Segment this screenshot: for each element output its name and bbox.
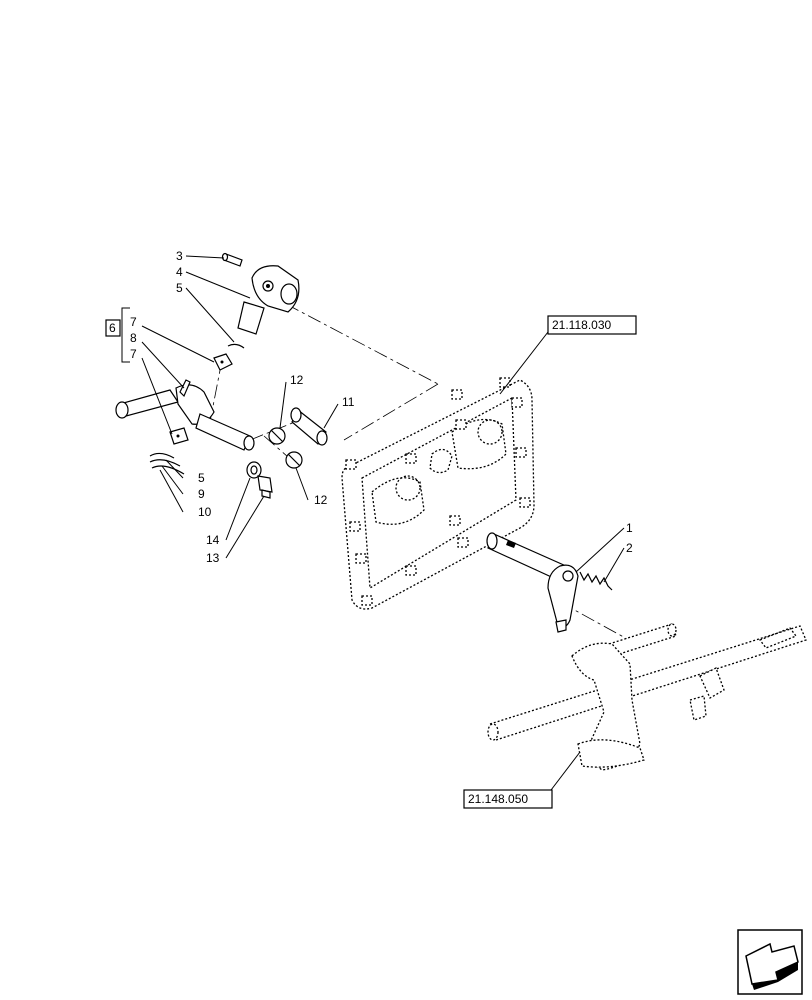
callout-5-lower: 5 (198, 471, 205, 485)
callout-13: 13 (206, 551, 220, 565)
callout-14: 14 (206, 533, 220, 547)
gearbox-cover (341, 377, 535, 610)
callout-10: 10 (198, 505, 212, 519)
callout-5-upper: 5 (176, 281, 183, 295)
part-12-lower-plug (285, 451, 303, 469)
reference-21-118-030[interactable]: 21.118.030 (547, 315, 637, 335)
part-12-upper-plug (268, 427, 286, 445)
part-7-washer (213, 353, 233, 371)
callout-4: 4 (176, 265, 183, 279)
navigation-arrow-icon[interactable] (737, 929, 803, 995)
part-3-pin (221, 252, 243, 267)
callout-11: 11 (342, 395, 355, 409)
callout-1: 1 (626, 521, 633, 535)
callout-12-upper: 12 (290, 373, 304, 387)
callout-6: 6 (109, 321, 116, 335)
callout-7-lower: 7 (130, 347, 137, 361)
part-14-washer (246, 461, 262, 479)
part-2-spring (579, 571, 613, 591)
callout-2: 2 (626, 541, 633, 555)
part-4-lever (237, 265, 300, 335)
callout-8: 8 (130, 331, 137, 345)
callout-6-box (105, 319, 121, 337)
callout-12-lower: 12 (314, 493, 328, 507)
part-5-circlip (227, 343, 245, 349)
reference-21-148-050[interactable]: 21.148.050 (463, 789, 553, 809)
callout-labels: 3 4 5 6 7 8 7 5 9 10 12 11 12 14 13 1 2 (105, 249, 633, 565)
reference-lower-label: 21.148.050 (468, 792, 528, 806)
part-5-9-10-clips (149, 452, 185, 475)
part-1-lever (486, 532, 579, 633)
part-7-lower-washer (169, 427, 189, 445)
callout-9: 9 (198, 487, 205, 501)
part-13-plug-screw (257, 475, 273, 499)
reference-upper-label: 21.118.030 (552, 318, 611, 332)
leader-lines (121, 255, 625, 795)
cover-bolts (345, 377, 531, 606)
callout-7-upper: 7 (130, 315, 137, 329)
selector-rods-assembly (487, 623, 807, 771)
callout-3: 3 (176, 249, 183, 263)
part-11-pin (290, 407, 328, 446)
part-8-shaft (115, 379, 255, 451)
